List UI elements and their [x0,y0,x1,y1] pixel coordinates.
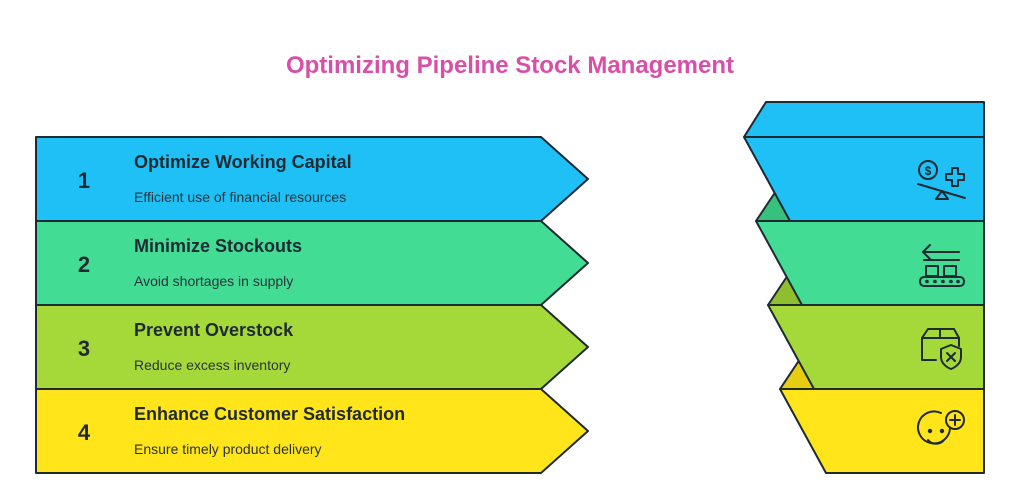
step-1-description: Efficient use of financial resources [134,189,347,205]
step-3-arrow [35,304,589,390]
step-4-description: Ensure timely product delivery [134,441,322,457]
smiley-plus-icon [917,410,965,445]
step-4-arrow [35,388,589,474]
step-2-number: 2 [77,252,91,277]
step-1-heading: Optimize Working Capital [134,152,352,172]
step-1-number: 1 [77,168,91,193]
step-4-number: 4 [77,420,91,445]
step-3-number: 3 [77,336,91,361]
money-balance-plus-icon: $ [917,160,966,200]
step-2-description: Avoid shortages in supply [134,273,294,289]
step-3-heading: Prevent Overstock [134,320,294,340]
box-shield-x-icon [921,328,962,370]
page-title: Optimizing Pipeline Stock Management [285,52,735,79]
step-3-description: Reduce excess inventory [134,357,291,373]
conveyor-arrow-icon [919,244,965,287]
step-1-tab-top [743,101,985,138]
step-1-arrow [35,136,589,222]
step-4-tab-face [779,388,985,474]
step-2-heading: Minimize Stockouts [134,236,303,256]
step-4-heading: Enhance Customer Satisfaction [134,404,406,424]
step-2-arrow [35,220,589,306]
svg-text:$: $ [925,164,932,178]
